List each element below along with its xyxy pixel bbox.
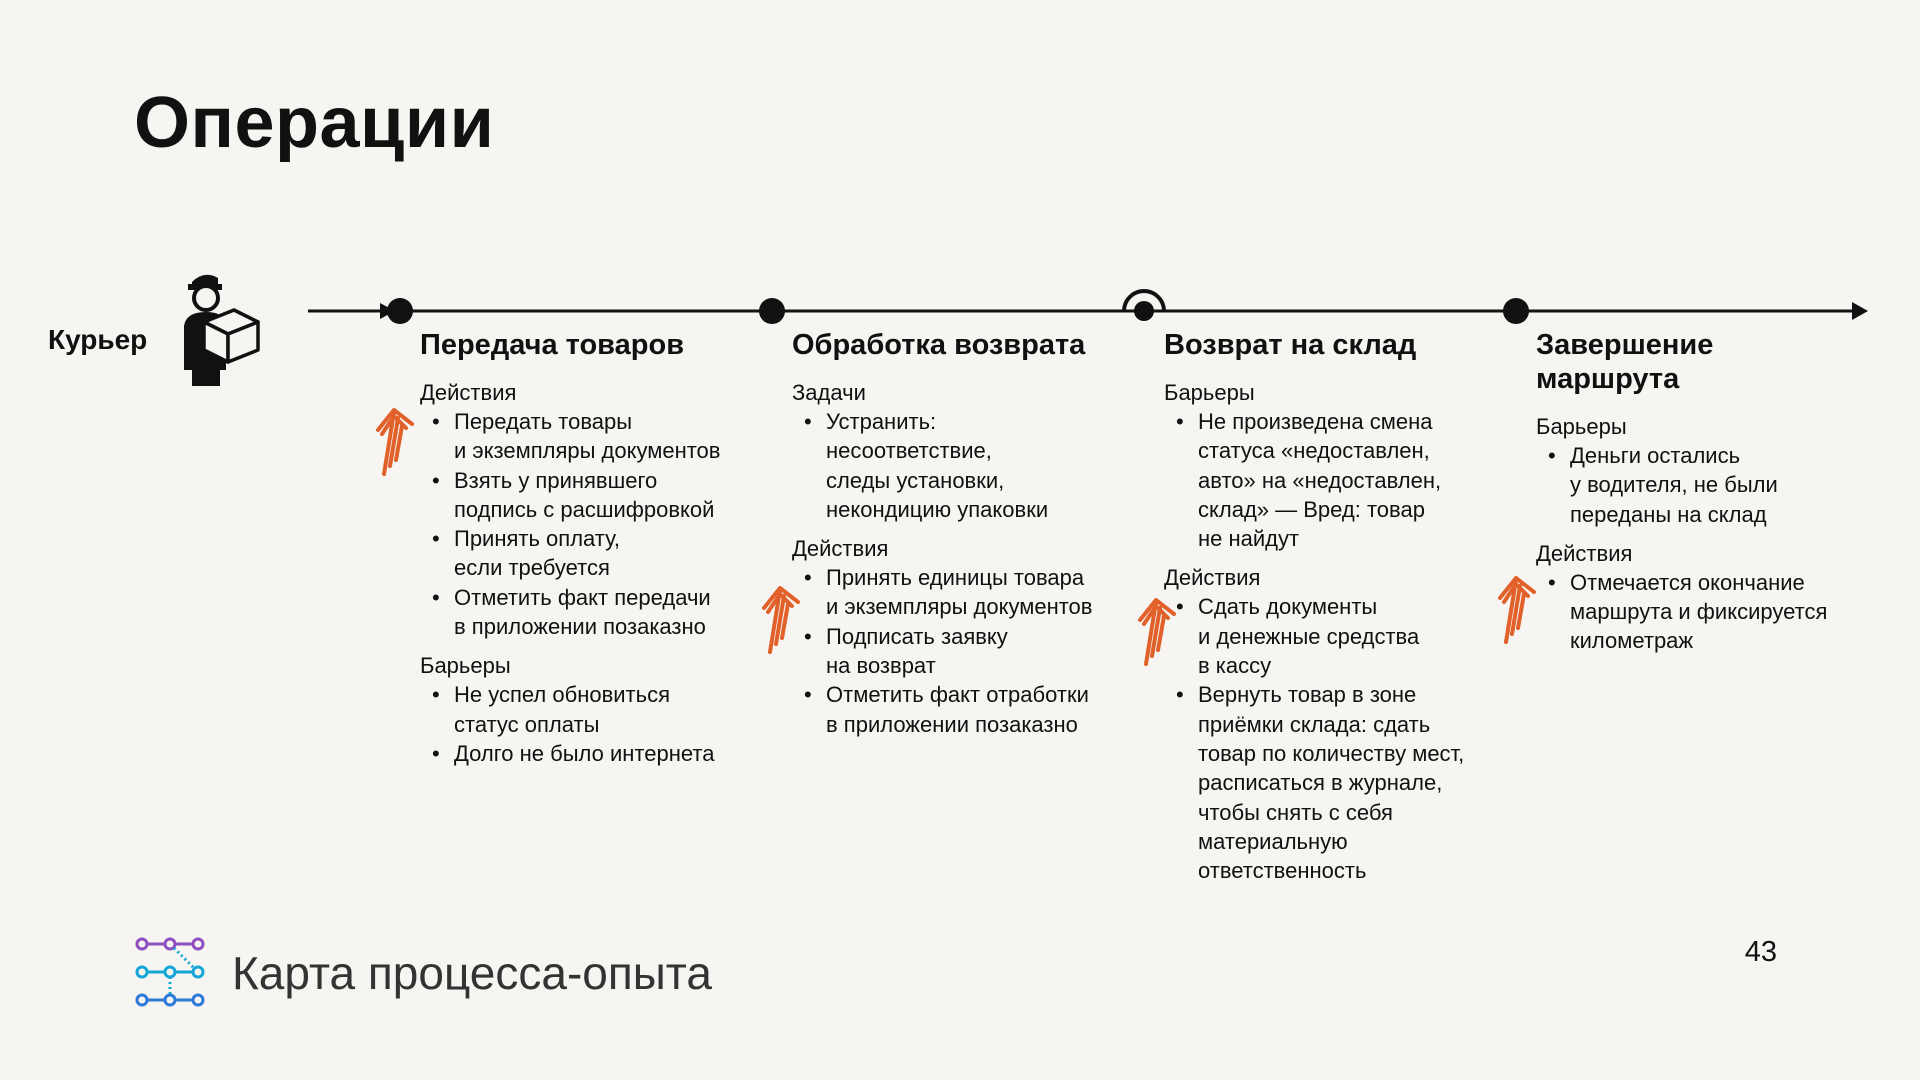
list-item: Принять оплату, если требуется <box>420 524 780 583</box>
section-label: Барьеры <box>1536 414 1627 439</box>
bullet-list: Передать товары и экземпляры документов … <box>420 407 780 641</box>
bullet-list: Принять единицы товара и экземпляры доку… <box>792 563 1152 739</box>
stage-node-3 <box>1122 289 1166 321</box>
stage-1: Передача товаров Действия Передать товар… <box>420 328 780 778</box>
timeline-end-arrow-icon <box>1852 302 1868 320</box>
list-item: Деньги остались у водителя, не были пере… <box>1536 441 1876 529</box>
process-map-logo-icon <box>135 937 205 1007</box>
pain-point-arrow-icon <box>376 408 414 476</box>
stage-section: Барьеры Не произведена смена статуса «не… <box>1164 378 1524 553</box>
list-item: Не произведена смена статуса «недоставле… <box>1164 407 1524 553</box>
stage-4: Завершение маршрута Барьеры Деньги остал… <box>1536 328 1876 666</box>
courier-with-box-icon <box>184 274 260 386</box>
stage-node-4 <box>1503 298 1529 324</box>
stage-2: Обработка возврата Задачи Устранить: нес… <box>792 328 1152 749</box>
list-item: Долго не было интернета <box>420 739 780 769</box>
stage-title: Возврат на склад <box>1164 329 1417 361</box>
timeline <box>308 289 1868 324</box>
stage-3: Возврат на склад Барьеры Не произведена … <box>1164 328 1524 895</box>
stage-title: Передача товаров <box>420 329 685 361</box>
actor-label: Курьер <box>48 324 148 355</box>
bullet-list: Сдать документы и денежные средства в ка… <box>1164 592 1524 885</box>
stage-section: Действия Отмечается окончание маршрута и… <box>1536 539 1876 656</box>
stage-section: Действия Передать товары и экземпляры до… <box>420 378 780 641</box>
pain-point-arrow-icon <box>1138 598 1176 666</box>
stage-title: Обработка возврата <box>792 329 1086 361</box>
stage-section: Барьеры Деньги остались у водителя, не б… <box>1536 412 1876 529</box>
list-item: Вернуть товар в зоне приёмки склада: сда… <box>1164 680 1524 885</box>
list-item: Сдать документы и денежные средства в ка… <box>1164 592 1524 680</box>
stage-section: Задачи Устранить: несоответствие, следы … <box>792 378 1152 524</box>
list-item: Не успел обновиться статус оплаты <box>420 680 780 739</box>
list-item: Принять единицы товара и экземпляры доку… <box>792 563 1152 622</box>
bullet-list: Не успел обновиться статус оплаты Долго … <box>420 680 780 768</box>
list-item: Взять у принявшего подпись с расшифровко… <box>420 466 780 525</box>
list-item: Отметить факт отработки в приложении поз… <box>792 680 1152 739</box>
section-label: Действия <box>1536 540 1633 566</box>
page-title: Операции <box>134 83 495 163</box>
pain-point-arrow-icon <box>762 586 800 654</box>
section-label: Действия <box>792 536 889 562</box>
page-number: 43 <box>1744 936 1777 968</box>
section-label: Действия <box>420 380 517 405</box>
bullet-list: Деньги остались у водителя, не были пере… <box>1536 441 1876 529</box>
section-label: Барьеры <box>420 653 511 679</box>
list-item: Отмечается окончание маршрута и фиксируе… <box>1536 568 1876 656</box>
bullet-list: Не произведена смена статуса «недоставле… <box>1164 407 1524 553</box>
bullet-list: Отмечается окончание маршрута и фиксируе… <box>1536 568 1876 656</box>
list-item: Отметить факт передачи в приложении поза… <box>420 583 780 642</box>
section-label: Барьеры <box>1164 380 1255 405</box>
stage-section: Барьеры Не успел обновиться статус оплат… <box>420 651 780 768</box>
section-label: Действия <box>1164 565 1261 591</box>
stage-section: Действия Сдать документы и денежные сред… <box>1164 563 1524 885</box>
list-item: Устранить: несоответствие, следы установ… <box>792 407 1152 524</box>
stage-node-2 <box>759 298 785 324</box>
pain-point-arrow-icon <box>1498 576 1536 644</box>
list-item: Подписать заявку на возврат <box>792 622 1152 681</box>
section-label: Задачи <box>792 380 866 405</box>
stage-title: Завершение маршрута <box>1536 329 1714 395</box>
list-item: Передать товары и экземпляры документов <box>420 407 780 466</box>
stage-section: Действия Принять единицы товара и экземп… <box>792 534 1152 739</box>
stage-node-1 <box>387 298 413 324</box>
footer-title: Карта процесса-опыта <box>232 947 712 999</box>
bullet-list: Устранить: несоответствие, следы установ… <box>792 407 1152 524</box>
